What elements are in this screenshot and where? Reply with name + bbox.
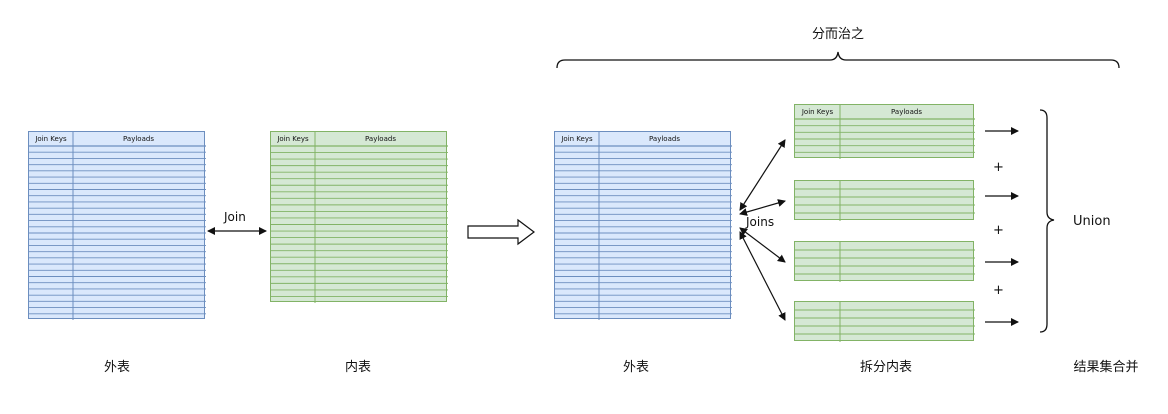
plus-sign-1: + — [993, 160, 1004, 175]
outer-table-left: Join Keys Payloads — [28, 131, 206, 320]
union-brace — [1039, 109, 1055, 333]
joins-fan-arrows — [739, 139, 786, 321]
payloads-header: Payloads — [123, 135, 154, 143]
split-inner-table-4 — [794, 301, 975, 342]
joins-label: Joins — [746, 215, 775, 229]
split-inner-label: 拆分内表 — [859, 360, 913, 375]
table-rows — [795, 302, 975, 342]
transform-arrow — [467, 218, 535, 246]
table-rows — [795, 181, 975, 221]
plus-sign-2: + — [993, 223, 1004, 238]
table-rows — [795, 242, 975, 282]
join-keys-header: Join Keys — [801, 108, 834, 116]
join-keys-header: Join Keys — [561, 135, 593, 143]
union-label: Union — [1073, 214, 1111, 229]
inner-table: Join Keys Payloads — [270, 131, 448, 303]
table-rows — [795, 105, 975, 159]
outer-table-right: Join Keys Payloads — [554, 131, 732, 320]
plus-sign-3: + — [993, 283, 1004, 298]
payloads-header: Payloads — [365, 135, 396, 143]
merge-label: 结果集合并 — [1073, 360, 1139, 375]
join-label: Join — [224, 210, 246, 224]
join-keys-header: Join Keys — [35, 135, 67, 143]
result-arrows — [985, 127, 1019, 326]
outer-right-label: 外表 — [622, 360, 650, 375]
split-inner-table-1: Join Keys Payloads — [794, 104, 975, 159]
divide-brace — [556, 51, 1120, 69]
table-rows — [555, 132, 732, 320]
inner-label: 内表 — [344, 360, 372, 375]
divide-title: 分而治之 — [811, 27, 865, 42]
outer-left-label: 外表 — [103, 360, 131, 375]
table-rows — [271, 132, 448, 303]
split-inner-table-2 — [794, 180, 975, 221]
table-rows — [29, 132, 206, 320]
split-inner-table-3 — [794, 241, 975, 282]
payloads-header: Payloads — [649, 135, 680, 143]
join-keys-header: Join Keys — [277, 135, 309, 143]
payloads-header: Payloads — [891, 108, 922, 116]
